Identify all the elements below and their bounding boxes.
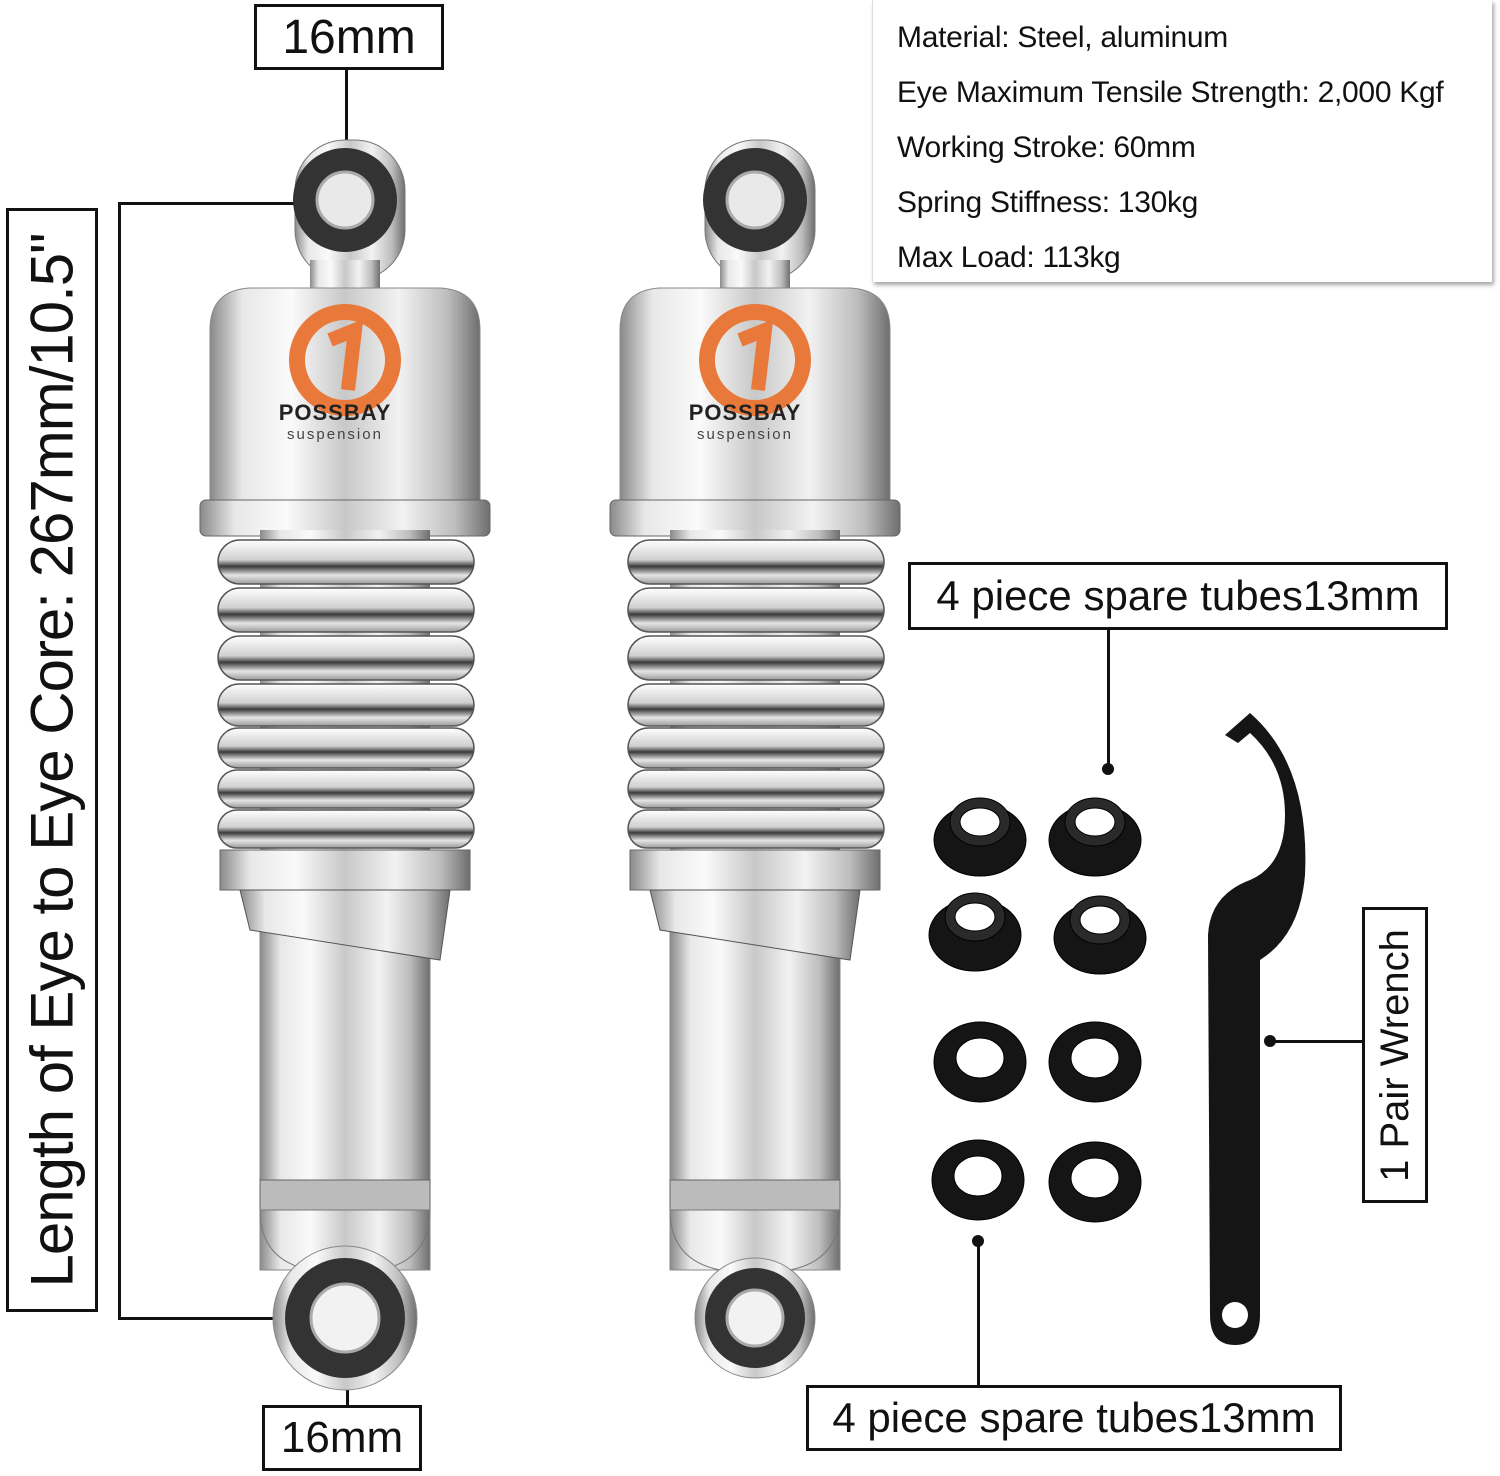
spare-tubes-top-label-box: 4 piece spare tubes13mm (908, 562, 1448, 630)
length-label: Length of Eye to Eye Core: 267mm/10.5" (18, 233, 86, 1287)
spare-tubes-bottom-dot (972, 1235, 984, 1247)
brand-right: POSSBAY suspension (665, 400, 825, 443)
wrench-dot (1264, 1035, 1276, 1047)
spare-tubes-bottom-label: 4 piece spare tubes13mm (832, 1394, 1316, 1441)
brand-tagline-right: suspension (697, 426, 793, 443)
bottom-eye-label-box: 16mm (262, 1405, 422, 1471)
hook-wrench (1208, 713, 1306, 1345)
shock-absorber-left (199, 139, 491, 1391)
brand-name-left: POSSBAY (278, 400, 392, 425)
spec-working-stroke: Working Stroke: 60mm (897, 131, 1196, 164)
top-eye-label: 16mm (282, 10, 416, 64)
shock-absorber-right (609, 139, 901, 1379)
wrench-leader (1270, 1040, 1365, 1043)
bottom-eye-label: 16mm (280, 1413, 404, 1462)
length-bracket-bottom (118, 1317, 340, 1320)
bushings-group (928, 797, 1147, 1223)
spec-material: Material: Steel, aluminum (897, 21, 1228, 54)
spec-spring-stiffness: Spring Stiffness: 130kg (897, 186, 1199, 219)
length-label-box: Length of Eye to Eye Core: 267mm/10.5" (6, 208, 98, 1312)
brand-left: POSSBAY suspension (255, 400, 415, 443)
brand-name-right: POSSBAY (688, 400, 802, 425)
spare-tubes-top-leader (1107, 630, 1110, 770)
spare-tubes-bottom-label-box: 4 piece spare tubes13mm (806, 1385, 1342, 1451)
spec-tensile-strength: Eye Maximum Tensile Strength: 2,000 Kgf (897, 76, 1444, 109)
length-bracket-top (118, 202, 340, 205)
flat-washer (931, 1021, 1142, 1223)
flanged-bushing (928, 797, 1147, 975)
specs-panel: Material: Steel, aluminum Eye Maximum Te… (872, 0, 1492, 282)
wrench-label: 1 Pair Wrench (1372, 928, 1417, 1182)
wrench-label-box: 1 Pair Wrench (1362, 907, 1428, 1203)
brand-tagline-left: suspension (287, 426, 383, 443)
top-eye-leader (345, 70, 348, 150)
spare-tubes-top-dot (1102, 763, 1114, 775)
length-bracket-vertical (118, 202, 121, 1320)
top-eye-label-box: 16mm (254, 4, 444, 70)
spare-tubes-bottom-leader (977, 1240, 980, 1388)
spare-tubes-top-label: 4 piece spare tubes13mm (936, 572, 1420, 619)
spec-max-load: Max Load: 113kg (897, 241, 1121, 274)
